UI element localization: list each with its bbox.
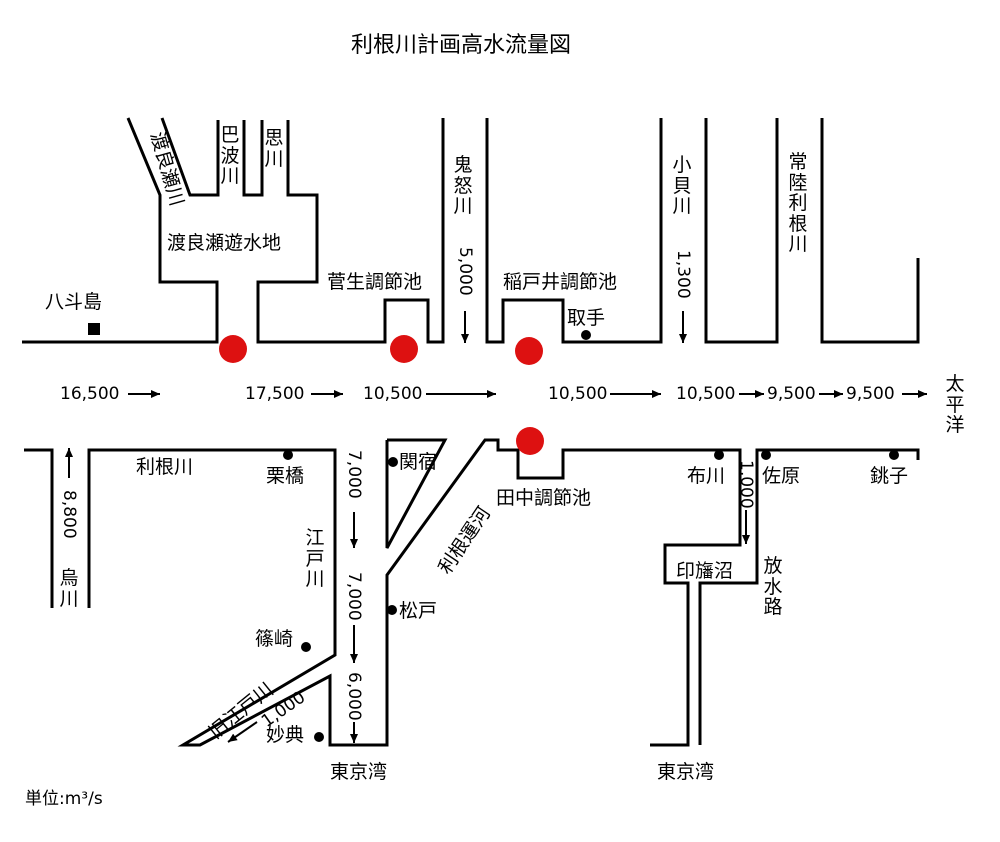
inado-pond-bank (485, 118, 663, 344)
tokyo-bay-east-label: 東京湾 (657, 761, 715, 783)
hitachi-east-bank (820, 118, 920, 344)
sawara-dot (761, 450, 771, 460)
flow-karasu: 8,800 (59, 490, 79, 539)
flow-yattajima: 16,500 (60, 384, 120, 404)
uzuma-omoi-bank (242, 120, 264, 197)
uzuma-river-label: 巴波川 (220, 124, 240, 188)
flow-edo-middle: 7,000 (344, 572, 364, 621)
inbanuma-label: 印旛沼 (676, 560, 734, 582)
kurihashi-label: 栗橋 (266, 465, 305, 487)
flow-edo-lower: 6,000 (344, 672, 364, 721)
shinozaki-label: 篠崎 (255, 628, 294, 650)
marker-tanaka (516, 427, 544, 455)
flow-main-4: 10,500 (676, 384, 736, 404)
fukawa-dot (714, 450, 724, 460)
karasu-east-bank (87, 438, 742, 747)
flow-edo-upper: 7,000 (344, 450, 364, 499)
myoken-dot (314, 732, 324, 742)
inbanuma-east-bank (698, 448, 920, 745)
sugao-basin-label: 菅生調節池 (327, 271, 423, 293)
omoi-river-label: 思川 (264, 127, 284, 170)
kokai-river-label: 小貝川 (672, 154, 692, 218)
kurihashi-dot (283, 450, 293, 460)
toride-dot (581, 330, 591, 340)
control-point-markers (219, 335, 544, 455)
matsudo-label: 松戸 (399, 600, 438, 622)
flow-kokai: 1,300 (673, 250, 693, 299)
flow-kinu: 5,000 (455, 247, 475, 296)
housuiro-label: 放水路 (763, 555, 783, 619)
flow-main-2: 10,500 (363, 384, 423, 404)
yattajima-marker-icon (88, 323, 100, 335)
marker-sugao (390, 335, 418, 363)
river-banks (22, 117, 920, 747)
yattajima-label: 八斗島 (45, 291, 103, 313)
choshi-dot (889, 450, 899, 460)
omoi-pond-bank (256, 118, 445, 344)
flow-main-6: 9,500 (846, 384, 895, 404)
kokai-hitachi-bank (704, 118, 779, 344)
karasu-west-bank (24, 448, 54, 608)
marker-watarase-confluence (219, 335, 247, 363)
matsudo-dot (387, 605, 397, 615)
myoken-label: 妙典 (266, 724, 305, 746)
arrow-kyu-edo (227, 721, 258, 743)
tone-river-label: 利根川 (136, 456, 194, 478)
hitachi-tone-river-label: 常陸利根川 (788, 151, 808, 256)
flow-arrows (65, 311, 927, 743)
shinozaki-dot (301, 642, 311, 652)
pacific-ocean-label: 太平洋 (945, 373, 965, 437)
inado-basin-label: 稲戸井調節池 (503, 271, 618, 293)
sekiyado-dot (388, 457, 398, 467)
sawara-label: 佐原 (762, 465, 801, 487)
sekiyado-triangle (385, 438, 448, 549)
watarase-pond-bank (160, 117, 220, 197)
tokyo-bay-west-label: 東京湾 (330, 761, 388, 783)
flow-main-5: 9,500 (767, 384, 816, 404)
karasu-river-label: 烏川 (59, 567, 79, 610)
flow-fukawa: 1,000 (736, 460, 756, 509)
toride-label: 取手 (567, 307, 606, 329)
watarase-basin-label: 渡良瀬遊水地 (167, 232, 282, 254)
choshi-label: 銚子 (870, 465, 909, 487)
diagram-title: 利根川計画高水流量図 (351, 33, 572, 58)
kinu-river-label: 鬼怒川 (453, 154, 473, 218)
unit-label: 単位:m³/s (25, 789, 103, 809)
north-bank-upper (22, 117, 219, 344)
flow-main-1: 17,500 (245, 384, 305, 404)
fukawa-label: 布川 (687, 465, 726, 487)
place-dots (88, 323, 899, 742)
tanaka-basin-label: 田中調節池 (496, 487, 592, 509)
sekiyado-label: 関宿 (399, 451, 438, 473)
marker-inado (515, 337, 543, 365)
flow-main-3: 10,500 (548, 384, 608, 404)
edo-river-label: 江戸川 (305, 527, 325, 591)
